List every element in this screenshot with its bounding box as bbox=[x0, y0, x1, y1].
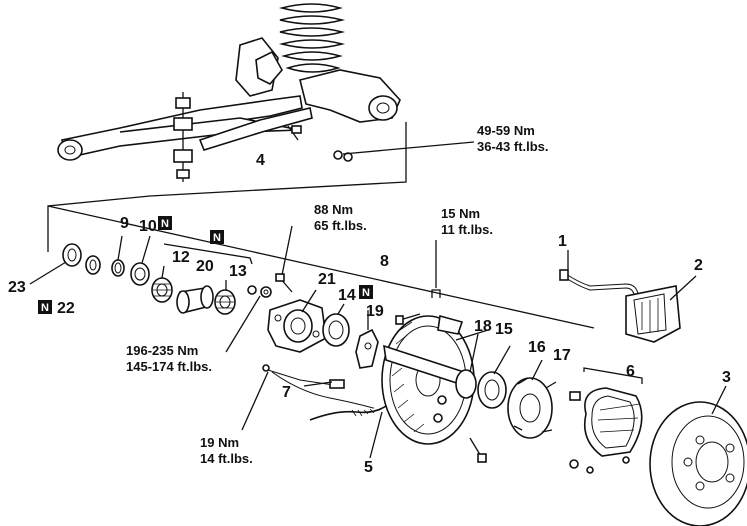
svg-text:N: N bbox=[362, 287, 370, 299]
label-13: 13 bbox=[229, 263, 247, 280]
axle-shaft-part-15 bbox=[383, 344, 477, 399]
washer-nut bbox=[247, 285, 272, 298]
bearing-part-12 bbox=[151, 277, 173, 303]
brake-disc-part-3 bbox=[649, 401, 747, 526]
spec-196-235-nm: 196-235 Nm bbox=[126, 343, 198, 358]
label-19: 19 bbox=[366, 303, 384, 320]
label-1: 1 bbox=[558, 233, 567, 250]
svg-text:N: N bbox=[213, 232, 221, 244]
label-17: 17 bbox=[553, 347, 571, 364]
snap-ring-part-9 bbox=[111, 259, 125, 277]
axis-line bbox=[47, 205, 595, 329]
leader-lines bbox=[29, 141, 727, 459]
label-12: 12 bbox=[172, 249, 190, 266]
hub-part-17 bbox=[507, 377, 557, 439]
label-21: 21 bbox=[318, 271, 336, 288]
spec-88-nm: 88 Nm bbox=[314, 202, 353, 217]
spec-49-59-nm: 49-59 Nm bbox=[477, 123, 535, 138]
new-part-marker-22: N bbox=[38, 300, 52, 314]
arm-bushing bbox=[57, 139, 83, 161]
bolt-88nm bbox=[275, 273, 293, 293]
cable-part-5 bbox=[309, 405, 387, 421]
label-5: 5 bbox=[364, 459, 373, 476]
spec-11-ftlbs: 11 ft.lbs. bbox=[441, 222, 493, 237]
svg-text:N: N bbox=[41, 302, 49, 314]
spec-145-174-ftlbs: 145-174 ft.lbs. bbox=[126, 359, 212, 374]
label-16: 16 bbox=[528, 339, 546, 356]
bracket-part-19 bbox=[355, 328, 379, 369]
brake-hose-part-1 bbox=[559, 269, 639, 295]
group-bracket bbox=[47, 122, 407, 252]
spacer-part-20 bbox=[176, 285, 214, 314]
label-4: 4 bbox=[256, 152, 265, 169]
caliper-part-2 bbox=[625, 285, 681, 343]
label-6: 6 bbox=[626, 363, 635, 380]
label-3: 3 bbox=[722, 369, 731, 386]
label-15: 15 bbox=[495, 321, 513, 338]
label-9: 9 bbox=[120, 215, 129, 232]
new-part-marker-10: N bbox=[158, 216, 172, 230]
spec-19-nm: 19 Nm bbox=[200, 435, 239, 450]
hub-flange-part-21 bbox=[267, 299, 327, 353]
label-23: 23 bbox=[8, 279, 26, 296]
knuckle-bore bbox=[368, 95, 398, 121]
parking-cable-part-7 bbox=[262, 364, 381, 411]
torque-specs: 49-59 Nm 36-43 ft.lbs. 88 Nm 65 ft.lbs. … bbox=[126, 123, 549, 466]
new-part-marker-14: N bbox=[359, 285, 373, 299]
spec-14-ftlbs: 14 ft.lbs. bbox=[200, 451, 253, 466]
seal-part-10 bbox=[130, 262, 150, 286]
svg-text:N: N bbox=[161, 218, 169, 230]
label-2: 2 bbox=[694, 257, 703, 274]
seal-part-23 bbox=[62, 243, 82, 267]
part-labels: 4 9 10 23 22 12 20 13 21 14 8 19 18 15 1… bbox=[8, 152, 731, 476]
brake-shoes-part-6 bbox=[569, 387, 643, 474]
ring-part-22 bbox=[85, 255, 101, 275]
spec-36-43-ftlbs: 36-43 ft.lbs. bbox=[477, 139, 549, 154]
label-7: 7 bbox=[282, 384, 291, 401]
label-18: 18 bbox=[474, 318, 492, 335]
coil-spring bbox=[278, 3, 346, 73]
stabilizer-link bbox=[173, 92, 193, 182]
spec-65-ftlbs: 65 ft.lbs. bbox=[314, 218, 367, 233]
clip-marker bbox=[431, 289, 441, 298]
label-20: 20 bbox=[196, 258, 214, 275]
bolt-15nm bbox=[395, 313, 421, 325]
shoe-bracket bbox=[583, 367, 643, 384]
lower-arm bbox=[198, 107, 313, 151]
new-part-markers: N N N N bbox=[38, 216, 373, 314]
bearing-bracket bbox=[163, 243, 253, 265]
suspension-assembly bbox=[57, 3, 401, 182]
new-part-marker-bearing: N bbox=[210, 230, 224, 244]
bolt-part-4 bbox=[287, 125, 302, 141]
seal-part-16 bbox=[477, 371, 507, 409]
label-8: 8 bbox=[380, 253, 389, 270]
label-10: 10 bbox=[139, 218, 157, 235]
nut bbox=[333, 150, 343, 160]
label-22: 22 bbox=[57, 300, 75, 317]
label-14: 14 bbox=[338, 287, 356, 304]
spec-15-nm: 15 Nm bbox=[441, 206, 480, 221]
seal-part-14 bbox=[322, 313, 350, 347]
bearing-part-13 bbox=[214, 289, 236, 315]
